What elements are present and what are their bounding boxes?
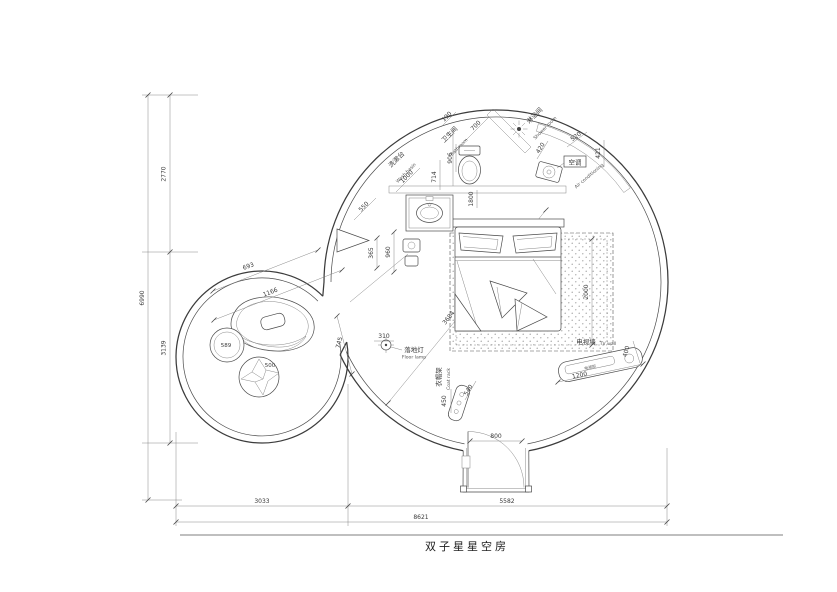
dim-420: 420 [535,141,547,155]
dim-550: 550 [357,200,370,213]
dim-700: 700 [469,119,482,132]
drawing-title: 双子星星空房 [425,539,509,553]
dimensions-small-room: 693 1166 745 [210,247,355,377]
bed-mattress [454,226,562,332]
dim-693: 693 [242,261,255,272]
shower-head-icon [510,120,528,138]
ac-unit [535,161,563,183]
dim-800: 800 [490,433,502,440]
bed-headboard [451,218,565,228]
dim-960: 960 [385,246,392,258]
dim-500: 500 [265,363,276,369]
main-room-walls [323,109,669,452]
small-room-walls [175,270,349,444]
dim-total-height: 6990 [139,290,146,305]
label-coat-rack-zh: 衣帽架 [434,367,443,387]
passage-walls [322,228,409,355]
dim-1800: 1800 [468,191,475,206]
dimension-ticks [173,503,670,525]
bathroom-partition-walls [388,108,631,194]
label-tv-wall-zh: 电视墙 [576,337,596,346]
label-washbasin-zh: 洗漱台 [386,149,406,169]
round-stool-small: 589 [209,327,245,363]
dim-rug-2000: 2000 [583,236,595,348]
dim-906: 906 [447,152,454,164]
toilet-bowl [458,155,481,185]
coat-rack: 衣帽架 Coat rack 450 540 [434,367,477,422]
dim-400: 400 [622,345,632,358]
blanket-fold [454,292,482,332]
dim-714: 714 [431,171,438,183]
nightstand [402,238,421,267]
dim-421: 421 [595,147,602,159]
pool-pillow [260,312,286,331]
entrance-vestibule: 800 [460,431,532,493]
quilt-crease [489,280,528,319]
label-floor-lamp-zh: 落地灯 [404,345,424,354]
pillow-right [512,232,558,254]
door-jamb-right [525,485,532,493]
wash-basin [405,194,454,232]
wall-wedge [336,228,371,253]
door-jamb-left [460,485,467,493]
tv-wall-label: 电视墙 TV wall [576,337,616,347]
round-stool-star: 500 [238,356,280,398]
dimension-chain-bottom: 3033 5582 8621 [173,384,670,526]
spa-pool [230,296,315,352]
dim-2000: 2000 [583,284,590,299]
door-swing-arc [467,431,525,488]
dim-450: 450 [441,395,448,407]
ac-label: 空调 Air conditioning [556,155,605,190]
bed [451,218,565,332]
dim-upper-height: 2770 [161,166,168,181]
label-tv-cabinet: 电视柜 [584,363,597,371]
label-tv-wall-en: TV wall [599,341,617,347]
pillow-left [458,232,504,254]
dim-coat-rack: 450 540 [441,380,477,413]
dim-540: 540 [463,383,475,397]
label-shower-zh: 淋浴间 [524,105,544,125]
quilt-crease [514,298,548,332]
dim-tv: 1200 400 [555,340,646,385]
dim-310: 310 [378,333,390,340]
dim-entrance-800: 800 [467,433,525,444]
dim-365: 365 [368,247,375,259]
dim-lamp-310: 310 [374,333,394,342]
label-floor-lamp-en: Floor lamp [402,355,426,361]
label-coat-rack-en: Coat rack [446,368,452,390]
label-ac-zh: 空调 [569,158,582,167]
dim-left-width: 3033 [254,498,269,505]
entrance-fixture [461,455,471,469]
dim-lower-height: 3139 [161,340,168,355]
dim-190: 190 [440,110,453,123]
label-bathroom-zh: 卫生间 [439,124,459,144]
dimension-chain-left: 6990 2770 3139 [139,92,198,503]
sink-bowl [416,203,443,223]
floor-lamp: 310 落地灯 Floor lamp [374,333,426,361]
title-block: 双子星星空房 [180,534,783,553]
dimension-ticks [145,92,173,503]
dim-bedside: 365 960 [368,229,397,275]
toilet [458,145,481,185]
tv-cabinet: 电视柜 [558,347,643,382]
dim-1200: 1200 [571,370,588,380]
dim-right-width: 5582 [499,498,514,505]
dim-745: 745 [335,336,345,349]
faucet [425,196,434,201]
dim-589: 589 [221,343,232,349]
dim-total-width: 8621 [413,514,428,521]
